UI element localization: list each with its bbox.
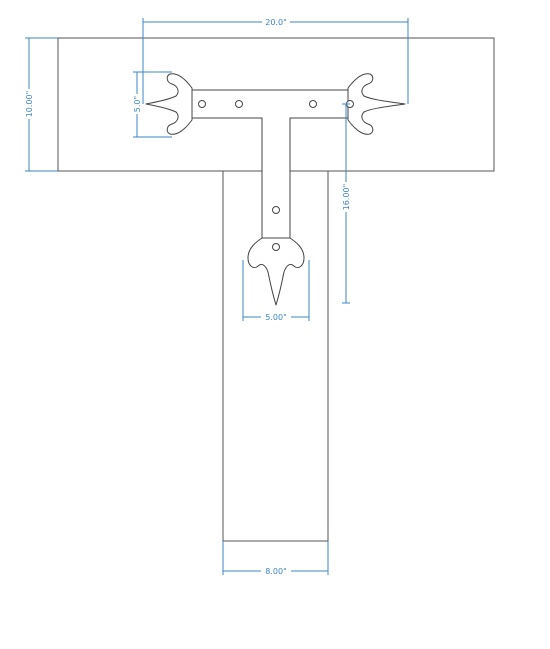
screw-hole	[198, 100, 206, 108]
screw-hole	[235, 100, 243, 108]
dimension-label-fleur-height: 5.0"	[133, 96, 142, 112]
dimension-post-width: 8.00"	[222, 541, 329, 576]
screw-hole	[272, 206, 280, 214]
dimension-top-width: 20.0"	[142, 17, 409, 104]
left-fleur-de-lis	[145, 73, 193, 135]
dimension-label-post-width: 8.00"	[265, 567, 287, 576]
dimension-strap-length: 16.00"	[341, 103, 351, 304]
dimension-label-bottom-fleur-width: 5.00"	[265, 313, 287, 322]
dimension-label-board-height: 10.00"	[25, 91, 34, 118]
screw-hole	[309, 100, 317, 108]
dimension-label-strap-length: 16.00"	[342, 184, 351, 211]
screw-hole	[272, 243, 280, 251]
dimension-label-top-width: 20.0"	[265, 18, 287, 27]
t-hinge-strap	[145, 73, 406, 306]
right-fleur-de-lis	[347, 73, 406, 135]
dimension-bottom-fleur-width: 5.00"	[242, 260, 310, 322]
bottom-fleur-de-lis	[247, 237, 305, 306]
dimension-board-height: 10.00"	[24, 37, 58, 172]
dimension-fleur-height: 5.0"	[132, 71, 172, 138]
